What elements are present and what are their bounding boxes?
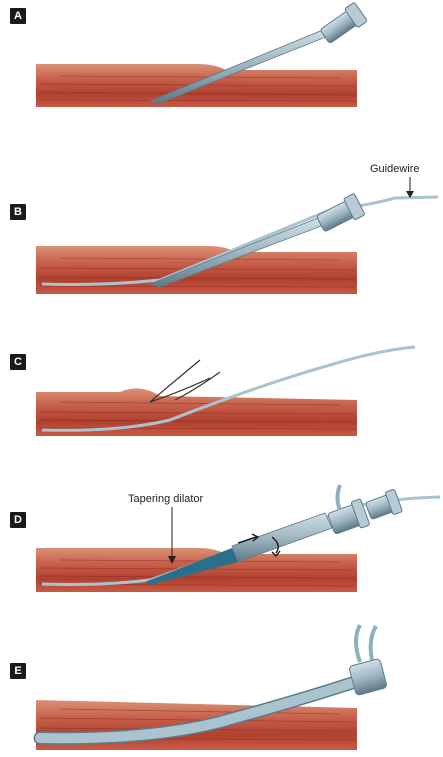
- panel-label-a: A: [10, 8, 26, 24]
- sheath-hub: [364, 489, 402, 522]
- scalpel-incision: [150, 360, 220, 402]
- panel-c: [36, 347, 415, 436]
- catheter-hub: [349, 658, 388, 695]
- panel-label-c: C: [10, 354, 26, 370]
- panel-d: [36, 485, 440, 592]
- syringe-hub: [318, 2, 367, 46]
- tapering-dilator-label: Tapering dilator: [128, 493, 203, 505]
- panel-e: [36, 625, 387, 750]
- panel-a: [36, 2, 367, 107]
- panel-label-e: E: [10, 663, 26, 679]
- syringe-hub: [315, 193, 365, 234]
- panel-label-b: B: [10, 204, 26, 220]
- catheter-extension-lines: [356, 625, 376, 662]
- guidewire-label: Guidewire: [370, 163, 420, 175]
- panel-b: [36, 177, 438, 294]
- panel-label-d: D: [10, 512, 26, 528]
- side-port-tube: [338, 485, 341, 510]
